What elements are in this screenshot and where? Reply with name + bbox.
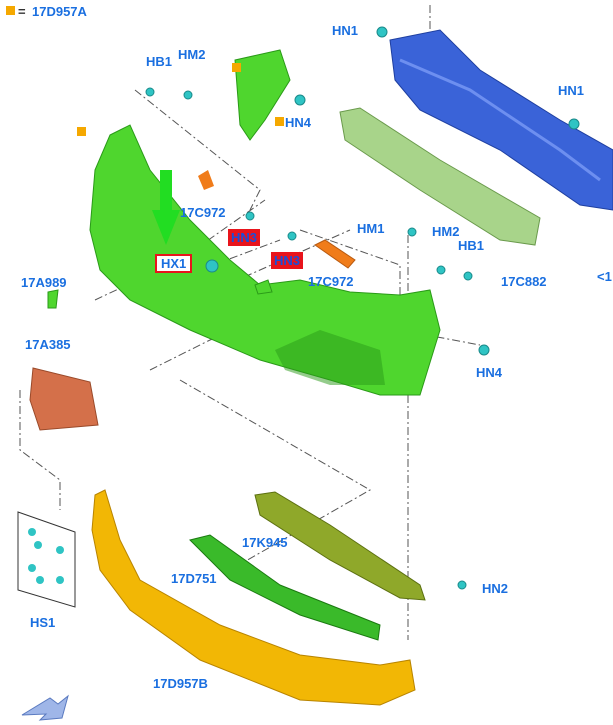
label-hb1[interactable]: HB1	[458, 238, 485, 253]
label-17k945[interactable]: 17K945	[242, 535, 288, 550]
label-17c972[interactable]: 17C972	[180, 205, 226, 220]
label-17a989[interactable]: 17A989	[21, 275, 67, 290]
marker-17d957a	[232, 63, 241, 72]
label-hn2[interactable]: HN2	[482, 581, 509, 596]
energy-absorber[interactable]	[339, 107, 541, 246]
label-hm2[interactable]: HM2	[178, 47, 206, 62]
front-direction-arrow-icon[interactable]	[21, 694, 69, 721]
bumper-cover[interactable]	[89, 124, 441, 396]
label-17a385[interactable]: 17A385	[25, 337, 71, 352]
leader-lines	[19, 5, 481, 640]
label-17c882[interactable]: 17C882	[501, 274, 547, 289]
marker-17d957a	[77, 127, 86, 136]
label-17c972[interactable]: 17C972	[308, 274, 354, 289]
label-hn1[interactable]: HN1	[558, 83, 585, 98]
lower-trim[interactable]	[189, 534, 381, 641]
lower-grille-support[interactable]	[254, 491, 426, 601]
lower-bumper-cover[interactable]	[91, 489, 416, 706]
label-hn3-highlighted[interactable]: HN3	[228, 229, 261, 246]
legend-part-label[interactable]: 17D957A	[32, 4, 87, 19]
label-hn4[interactable]: HN4	[476, 365, 503, 380]
label-hm1[interactable]: HM1	[357, 221, 385, 236]
label-hm2[interactable]: HM2	[432, 224, 460, 239]
label-hs1[interactable]: HS1	[30, 615, 56, 630]
legend-equals: =	[18, 4, 26, 19]
clips	[145, 26, 580, 590]
view-arrow-icon	[152, 170, 180, 245]
label-cut-off[interactable]: <1	[597, 269, 612, 284]
license-plate-bracket[interactable]	[29, 367, 99, 431]
legend-marker	[6, 6, 15, 15]
hs1-fastener-card[interactable]	[17, 511, 76, 608]
marker-17d957a	[275, 117, 284, 126]
label-hn1[interactable]: HN1	[332, 23, 359, 38]
label-hx1-boxed[interactable]: HX1	[155, 254, 193, 273]
bumper-reinforcement[interactable]	[389, 29, 613, 211]
label-hn4[interactable]: HN4	[285, 115, 312, 130]
label-hb1[interactable]: HB1	[146, 54, 173, 69]
label-17d957b[interactable]: 17D957B	[153, 676, 208, 691]
label-17d751[interactable]: 17D751	[171, 571, 217, 586]
bumper-bracket[interactable]	[234, 49, 291, 141]
label-hn3-highlighted[interactable]: HN3	[271, 252, 304, 269]
